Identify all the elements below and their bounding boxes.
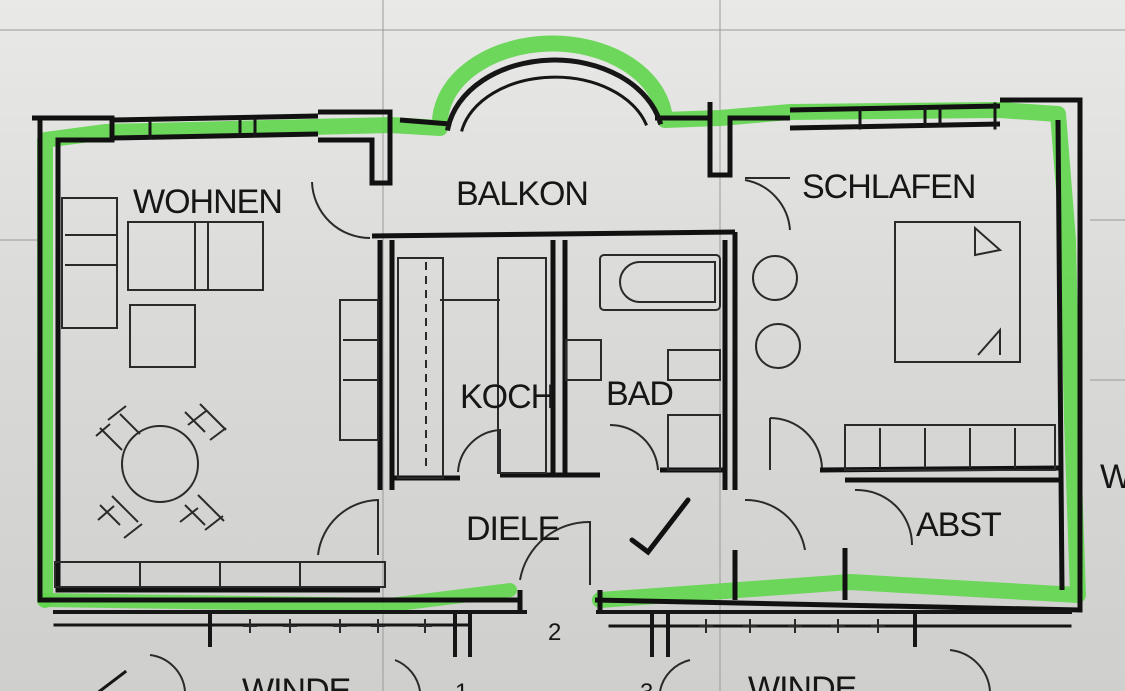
bottom-details — [97, 610, 991, 691]
kitchen-fixtures — [397, 257, 602, 479]
room-label-koch: KOCH — [460, 378, 554, 416]
interior-walls — [371, 229, 1061, 610]
room-label-diele: DIELE — [466, 510, 560, 548]
room-label-wohnen: WOHNEN — [133, 183, 282, 221]
living-furniture — [54, 197, 386, 588]
room-label-bad: BAD — [606, 375, 673, 413]
stair-number-2: 2 — [548, 619, 561, 646]
room-label-abst: ABST — [916, 506, 1001, 544]
room-label-winde-right: WINDE — [748, 670, 857, 691]
edge-letter: W — [1100, 458, 1125, 496]
room-label-balkon: BALKON — [456, 175, 588, 213]
outer-walls — [32, 97, 1083, 628]
window-marks — [148, 102, 997, 140]
stair-number-1: 1 — [455, 679, 468, 691]
bath-fixtures — [599, 254, 721, 471]
door-swings — [311, 177, 913, 585]
room-label-winde-left: WINDE — [242, 672, 351, 691]
checkmark-icon — [629, 497, 691, 556]
balcony-arch — [445, 57, 664, 132]
stair-number-3: 3 — [640, 679, 653, 691]
room-label-schlafen: SCHLAFEN — [802, 168, 975, 206]
bedroom-furniture — [752, 221, 1056, 471]
